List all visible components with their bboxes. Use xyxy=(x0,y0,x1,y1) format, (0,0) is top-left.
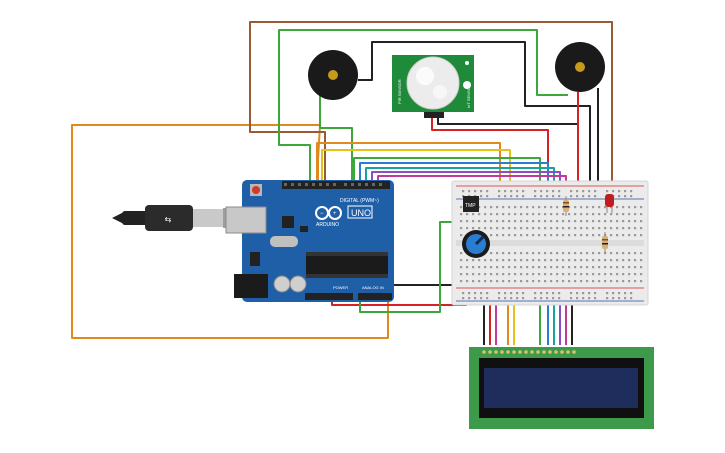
buzzer-icon xyxy=(555,42,605,92)
wire-green-top xyxy=(278,29,568,185)
pir-right-label: IoT SENSOR xyxy=(466,84,471,108)
usb-cable-icon: ⇆ xyxy=(112,205,245,231)
svg-text:+: + xyxy=(333,211,337,217)
lcd-pins xyxy=(482,350,576,354)
power-header-label: POWER xyxy=(333,285,348,290)
lcd-display xyxy=(469,347,654,429)
resistor-icon xyxy=(563,196,569,216)
arduino-board: DIGITAL (PWM~) − + ARDUINO UNO POWER ANA… xyxy=(225,180,394,302)
wire-brown-top xyxy=(249,21,613,185)
wire-black-pir xyxy=(437,118,579,185)
wire-green-analog xyxy=(359,221,462,313)
wire-red-pir xyxy=(431,118,549,185)
breadboard: TMP xyxy=(451,180,649,306)
pir-sensor: PIR SENSOR IoT SENSOR xyxy=(392,55,474,118)
potentiometer-icon xyxy=(462,230,490,258)
atmega-chip xyxy=(306,256,388,274)
arduino-logo-icon: − + xyxy=(315,206,342,220)
arduino-logo-text: ARDUINO xyxy=(316,222,339,228)
resistor-icon xyxy=(602,232,608,254)
analog-header-label: ANALOG IN xyxy=(362,285,384,290)
digital-header-label: DIGITAL (PWM~) xyxy=(340,198,379,204)
led-icon xyxy=(605,194,614,213)
arduino-model: UNO xyxy=(351,208,371,218)
lcd-screen xyxy=(484,368,638,408)
buzzer-icon xyxy=(308,50,358,100)
digital-header-pins xyxy=(284,183,382,186)
tmp-chip-label: TMP xyxy=(465,203,476,209)
wire-black-top xyxy=(358,41,591,185)
pir-left-label: PIR SENSOR xyxy=(397,79,402,104)
svg-text:−: − xyxy=(320,211,324,217)
wire-green-pir xyxy=(319,80,353,185)
breadboard-holes xyxy=(460,190,643,300)
svg-text:⇆: ⇆ xyxy=(165,215,172,224)
tmp-chip xyxy=(463,196,479,212)
